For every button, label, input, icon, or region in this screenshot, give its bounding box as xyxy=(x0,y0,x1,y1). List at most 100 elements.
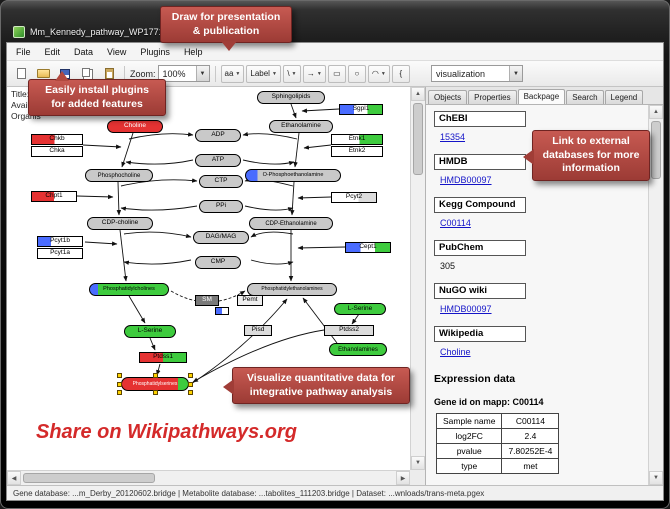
selection-handle[interactable] xyxy=(188,373,193,378)
panel-scroll-thumb[interactable] xyxy=(651,121,661,179)
toolbar-tools: aa▼Label▼\▼→▼▭○◠▼{ xyxy=(220,64,410,83)
scroll-down-icon[interactable]: ▼ xyxy=(411,456,425,470)
node-ethanolamine[interactable]: Ethanolamine xyxy=(269,120,333,133)
menu-file[interactable]: File xyxy=(16,46,31,57)
node-l-serine[interactable]: L-Serine xyxy=(334,303,386,315)
menu-data[interactable]: Data xyxy=(74,46,94,57)
node-chpt1[interactable]: Chpt1 xyxy=(31,191,77,202)
node-l-serine[interactable]: L-Serine xyxy=(124,325,176,338)
scroll-up-icon[interactable]: ▲ xyxy=(411,87,425,101)
node-cmp[interactable]: CMP xyxy=(195,256,241,269)
open-button[interactable] xyxy=(33,64,53,84)
node-pcyt1b[interactable]: Pcyt1b xyxy=(37,236,83,247)
font-tool[interactable]: aa▼ xyxy=(220,64,245,83)
chevron-down-icon[interactable]: ▼ xyxy=(316,70,322,77)
brace-tool[interactable]: { xyxy=(391,64,410,83)
node-etnk2[interactable]: Etnk2 xyxy=(331,146,383,157)
db-value-nugo-wiki[interactable]: HMDB00097 xyxy=(440,304,492,314)
node-dag-mag[interactable]: DAG/MAG xyxy=(193,231,249,244)
arrow-tool[interactable]: →▼ xyxy=(302,64,326,83)
node-pcyt2[interactable]: Pcyt2 xyxy=(331,192,377,203)
hscroll-thumb[interactable] xyxy=(23,473,155,483)
chevron-down-icon[interactable]: ▼ xyxy=(195,66,209,81)
node-chka[interactable]: Chka xyxy=(31,146,83,157)
db-value-chebi[interactable]: 15354 xyxy=(440,132,466,142)
node-ptdss2[interactable]: Ptdss2 xyxy=(324,325,374,336)
node-ethanolamines[interactable]: Ethanolamines xyxy=(329,343,387,356)
scroll-left-icon[interactable]: ◀ xyxy=(7,471,21,485)
tab-legend[interactable]: Legend xyxy=(604,90,644,104)
node-o-phosphoethanolamine[interactable]: O-Phosphoethanolamine xyxy=(245,169,341,182)
scroll-down-icon[interactable]: ▼ xyxy=(649,471,663,485)
panel-scrollbar[interactable]: ▲ ▼ xyxy=(648,105,663,485)
arc-tool[interactable]: ◠▼ xyxy=(367,64,390,83)
chevron-down-icon[interactable]: ▼ xyxy=(291,70,297,77)
tab-properties[interactable]: Properties xyxy=(468,90,517,104)
selection-handle[interactable] xyxy=(117,382,122,387)
node-ctp[interactable]: CTP xyxy=(199,175,243,188)
db-value-wikipedia[interactable]: Choline xyxy=(440,347,471,357)
vscroll-thumb[interactable] xyxy=(413,103,423,175)
node-chip[interactable] xyxy=(215,307,229,315)
node-atp[interactable]: ATP xyxy=(195,154,241,167)
node-sphingolipids[interactable]: Sphingolipids xyxy=(257,91,325,104)
chevron-down-icon[interactable]: ▼ xyxy=(380,70,386,77)
node-pisd[interactable]: Pisd xyxy=(244,325,272,336)
menu-plugins[interactable]: Plugins xyxy=(140,46,170,57)
menu-help[interactable]: Help xyxy=(183,46,203,57)
chevron-down-icon[interactable]: ▼ xyxy=(271,70,277,77)
selection-handle[interactable] xyxy=(153,373,158,378)
node-choline[interactable]: Choline xyxy=(107,120,163,133)
node-chkb[interactable]: Chkb xyxy=(31,134,83,145)
node-phosphocholine[interactable]: Phosphocholine xyxy=(85,169,153,182)
node-cdp-ethanolamine[interactable]: CDP-Ethanolamine xyxy=(249,217,333,230)
node-ppi[interactable]: PPi xyxy=(199,200,243,213)
node-phosphatidylserines[interactable]: Phosphatidylserines xyxy=(117,373,193,395)
paste-button[interactable] xyxy=(99,64,119,84)
copy-button[interactable] xyxy=(77,64,97,84)
selection-handle[interactable] xyxy=(188,382,193,387)
new-button[interactable] xyxy=(11,64,31,84)
node-pcyt1a[interactable]: Pcyt1a xyxy=(37,248,83,259)
db-value-kegg-compound[interactable]: C00114 xyxy=(440,218,471,228)
node-phosphatidylethanolamines[interactable]: Phosphatidylethanolamines xyxy=(247,283,337,296)
canvas-vscrollbar[interactable]: ▲ ▼ xyxy=(410,87,425,470)
menu-view[interactable]: View xyxy=(107,46,127,57)
chevron-down-icon[interactable]: ▼ xyxy=(509,66,522,81)
scroll-right-icon[interactable]: ▶ xyxy=(396,471,410,485)
node-phosphatidylcholines[interactable]: Phosphatidylcholines xyxy=(89,283,169,296)
selection-handle[interactable] xyxy=(153,390,158,395)
db-value-hmdb[interactable]: HMDB00097 xyxy=(440,175,492,185)
node-cdp-choline[interactable]: CDP-choline xyxy=(87,217,153,230)
visualization-select[interactable]: visualization ▼ xyxy=(431,65,523,82)
node-label: SM xyxy=(202,296,212,304)
ellipse-tool[interactable]: ○ xyxy=(347,64,366,83)
node-sgpl1[interactable]: Sgpl1 xyxy=(339,104,383,115)
callout-text: Easily install plugins for added feature… xyxy=(45,84,149,110)
line-tool[interactable]: \▼ xyxy=(282,64,301,83)
label-tool[interactable]: Label▼ xyxy=(246,64,281,83)
selection-handle[interactable] xyxy=(117,373,122,378)
rectangle-tool[interactable]: ▭ xyxy=(327,64,346,83)
selection-handle[interactable] xyxy=(117,390,122,395)
tab-objects[interactable]: Objects xyxy=(428,90,468,104)
menu-edit[interactable]: Edit xyxy=(44,46,61,57)
gene-id-line: Gene id on mapp: C00114 xyxy=(434,397,544,407)
node-label: Ptdss1 xyxy=(153,353,173,361)
tab-search[interactable]: Search xyxy=(566,90,604,104)
tab-backpage[interactable]: Backpage xyxy=(517,89,566,104)
node-ptdss1[interactable]: Ptdss1 xyxy=(139,352,187,363)
node-label: Pcyt2 xyxy=(345,193,363,201)
selection-handle[interactable] xyxy=(188,390,193,395)
node-etnk1[interactable]: Etnk1 xyxy=(331,134,383,145)
chevron-down-icon[interactable]: ▼ xyxy=(235,70,241,77)
node-sm[interactable]: SM xyxy=(195,295,219,306)
canvas-hscrollbar[interactable]: ◀ ▶ xyxy=(7,470,410,485)
scroll-up-icon[interactable]: ▲ xyxy=(649,105,663,119)
node-adp[interactable]: ADP xyxy=(195,129,241,142)
zoom-select[interactable]: 100% ▼ xyxy=(157,65,210,82)
node-pemt[interactable]: Pemt xyxy=(237,295,263,306)
node-cept1[interactable]: Cept1 xyxy=(345,242,391,253)
